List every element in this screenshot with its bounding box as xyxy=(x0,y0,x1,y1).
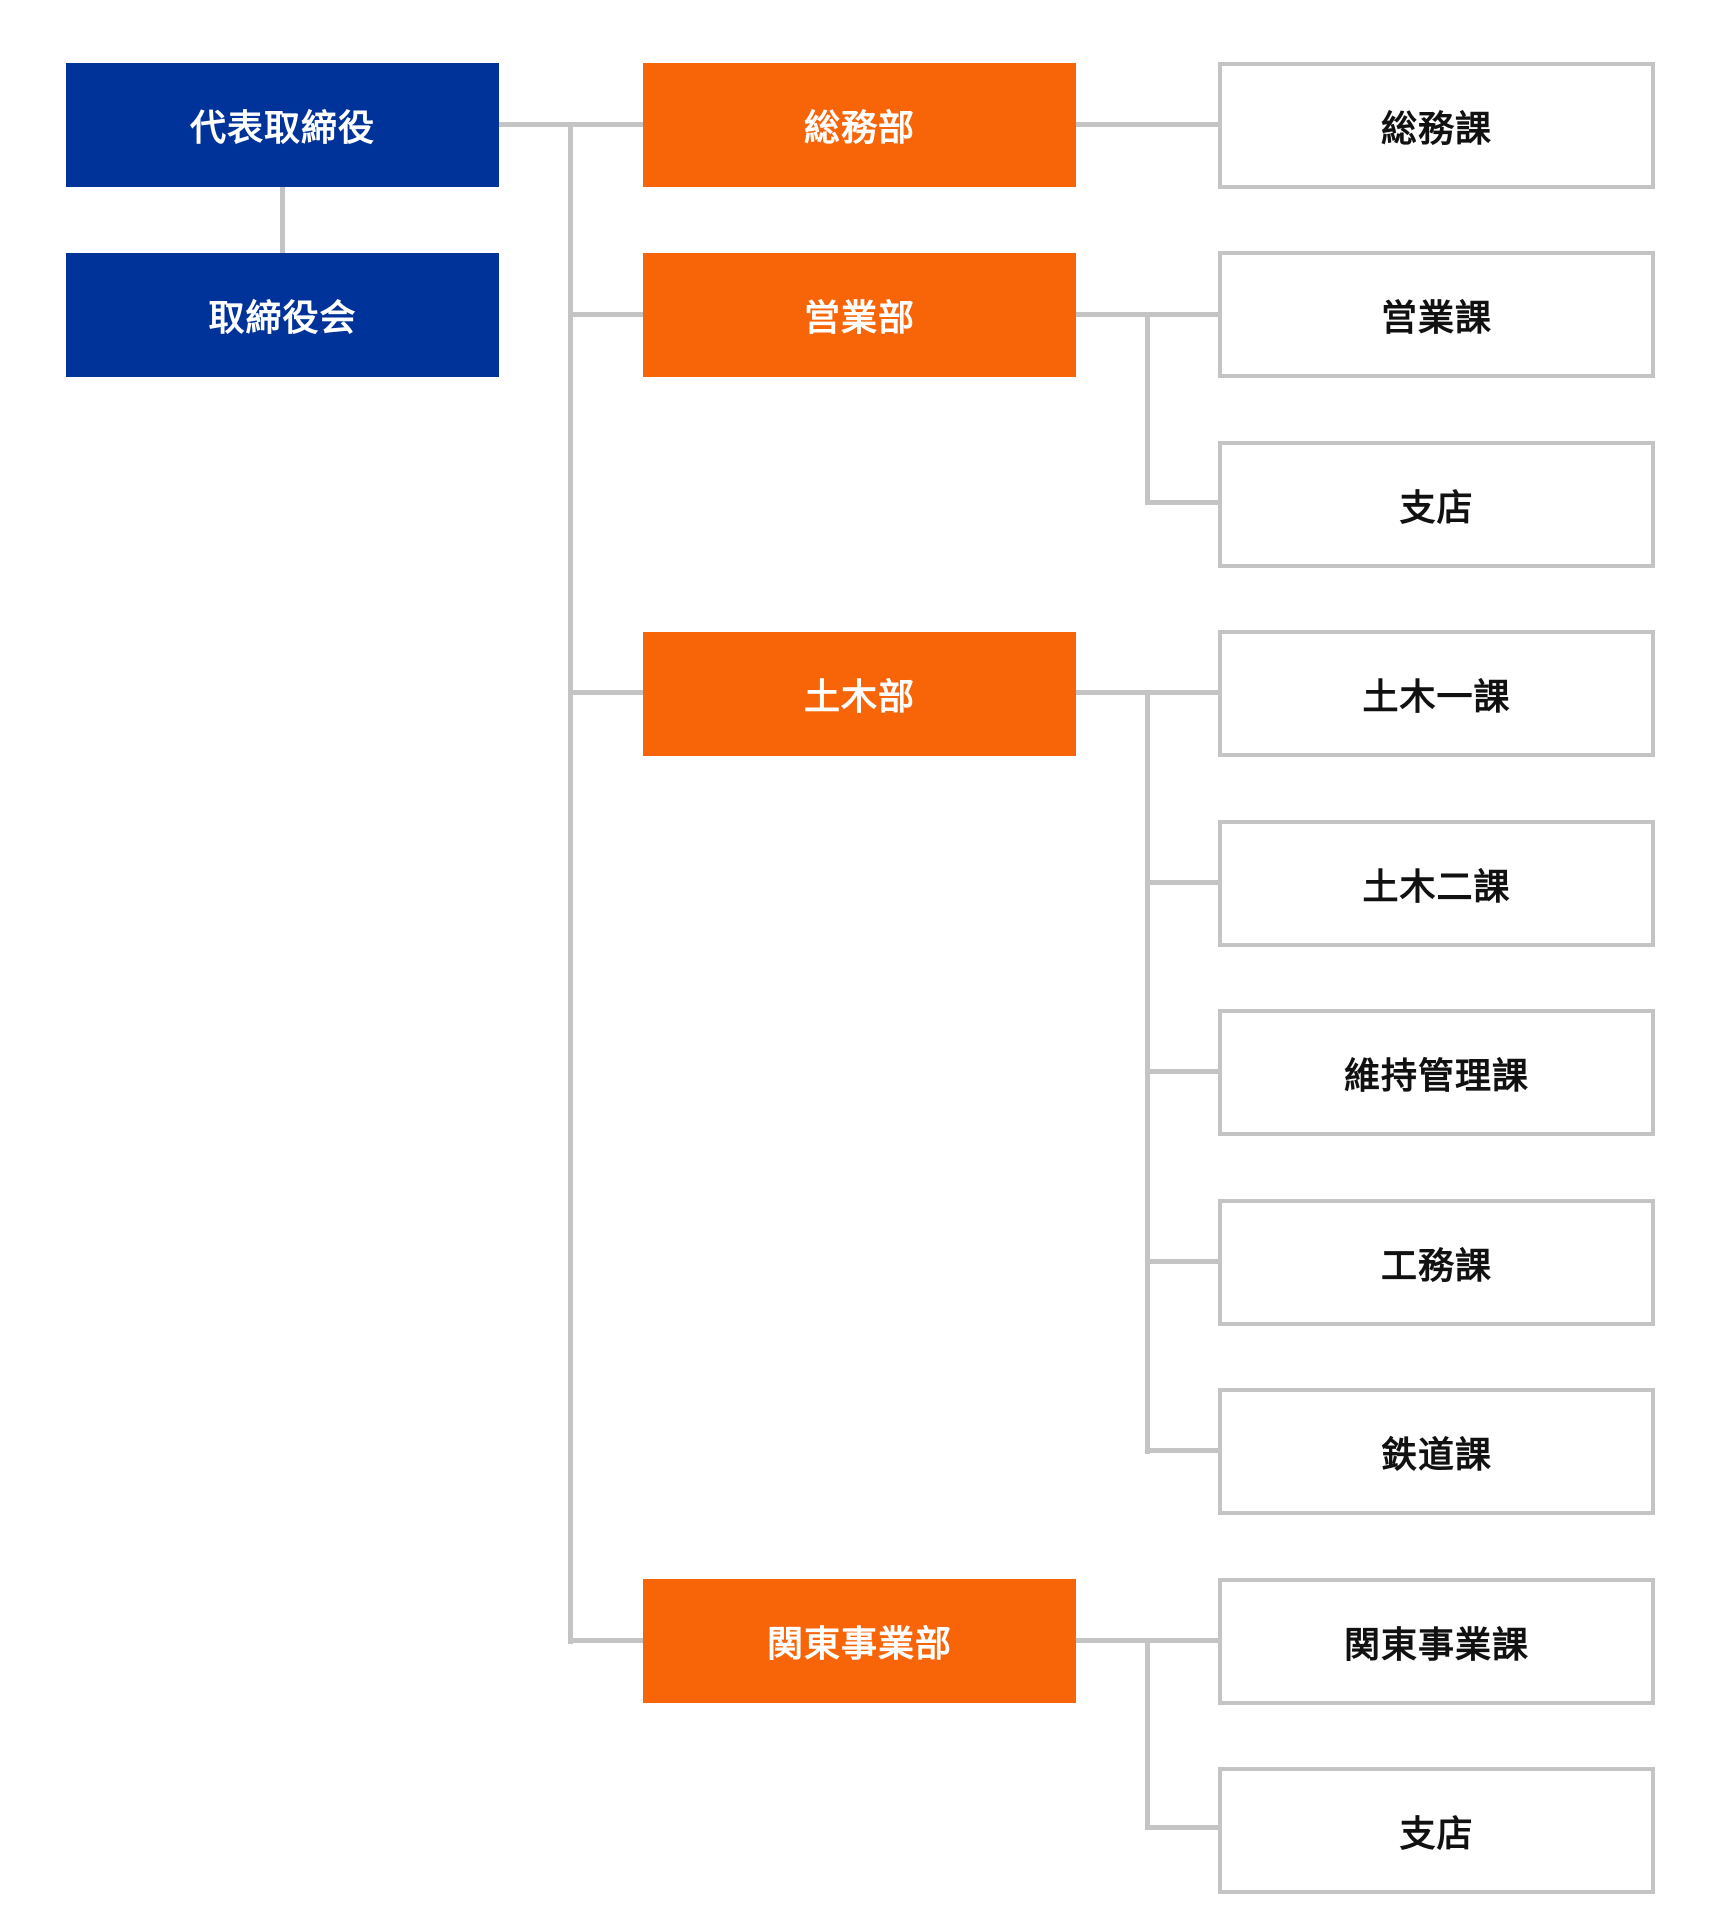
dept-general-affairs: 総務部 xyxy=(643,63,1076,187)
section-label: 支店 xyxy=(1399,1813,1474,1855)
connector-kanto-branch xyxy=(1145,1825,1218,1830)
section-civil-2: 土木二課 xyxy=(1218,820,1655,947)
section-railway: 鉄道課 xyxy=(1218,1388,1655,1515)
dept-label: 関東事業部 xyxy=(766,1624,952,1665)
dept-label: 土木部 xyxy=(803,677,915,718)
section-sales-branch: 支店 xyxy=(1218,441,1655,568)
ceo-box: 代表取締役 xyxy=(66,63,499,187)
dept-sales: 営業部 xyxy=(643,253,1076,377)
section-construction: 工務課 xyxy=(1218,1199,1655,1326)
dept-label: 営業部 xyxy=(803,298,915,339)
connector-sales-branch xyxy=(1145,500,1218,505)
connector-general-affairs-sections xyxy=(1076,122,1218,127)
connector-sales-vertical xyxy=(1145,312,1150,504)
connector-to-general-affairs xyxy=(568,122,643,127)
section-label: 土木二課 xyxy=(1362,866,1511,908)
section-label: 維持管理課 xyxy=(1343,1055,1529,1097)
section-label: 総務課 xyxy=(1380,108,1492,150)
connector-kanto-vertical xyxy=(1145,1638,1150,1830)
connector-to-civil-engineering xyxy=(568,690,643,695)
connector-civil-4 xyxy=(1145,1259,1218,1264)
connector-civil-5 xyxy=(1145,1448,1218,1453)
board-label: 取締役会 xyxy=(208,298,357,339)
board-box: 取締役会 xyxy=(66,253,499,377)
dept-label: 総務部 xyxy=(803,108,915,149)
section-kanto-branch: 支店 xyxy=(1218,1767,1655,1894)
section-sales: 営業課 xyxy=(1218,251,1655,378)
ceo-label: 代表取締役 xyxy=(189,108,375,149)
section-label: 関東事業課 xyxy=(1343,1624,1529,1666)
section-label: 鉄道課 xyxy=(1380,1434,1492,1476)
section-kanto: 関東事業課 xyxy=(1218,1578,1655,1705)
dept-civil-engineering: 土木部 xyxy=(643,632,1076,756)
connector-ceo-board xyxy=(280,186,285,254)
section-general-affairs: 総務課 xyxy=(1218,62,1655,189)
section-maintenance: 維持管理課 xyxy=(1218,1009,1655,1136)
connector-to-kanto xyxy=(568,1638,643,1643)
section-label: 営業課 xyxy=(1380,297,1492,339)
section-label: 支店 xyxy=(1399,487,1474,529)
section-label: 工務課 xyxy=(1380,1245,1492,1287)
connector-main-trunk xyxy=(568,122,573,1644)
connector-civil-3 xyxy=(1145,1069,1218,1074)
connector-civil-2 xyxy=(1145,880,1218,885)
dept-kanto: 関東事業部 xyxy=(643,1579,1076,1703)
section-civil-1: 土木一課 xyxy=(1218,630,1655,757)
section-label: 土木一課 xyxy=(1362,676,1511,718)
connector-to-sales xyxy=(568,312,643,317)
connector-ceo-trunk xyxy=(499,122,572,127)
